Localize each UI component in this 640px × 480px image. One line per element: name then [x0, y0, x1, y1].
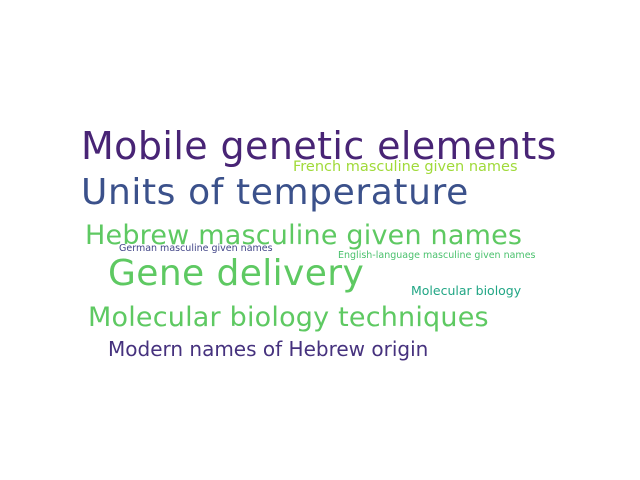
word-molecular-biology-techniques: Molecular biology techniques: [88, 302, 489, 333]
word-molecular-biology: Molecular biology: [411, 283, 522, 298]
word-mobile-genetic-elements: Mobile genetic elements: [81, 124, 557, 168]
word-french-masculine-given-names: French masculine given names: [293, 159, 518, 175]
word-german-masculine-given-names: German masculine given names: [119, 243, 273, 254]
word-english-language-masculine-given-names: English-language masculine given names: [338, 250, 536, 261]
word-gene-delivery: Gene delivery: [108, 253, 365, 294]
word-units-of-temperature: Units of temperature: [81, 172, 469, 213]
word-modern-names-of-hebrew-origin: Modern names of Hebrew origin: [108, 337, 429, 361]
word-hebrew-masculine-given-names: Hebrew masculine given names: [85, 220, 523, 251]
